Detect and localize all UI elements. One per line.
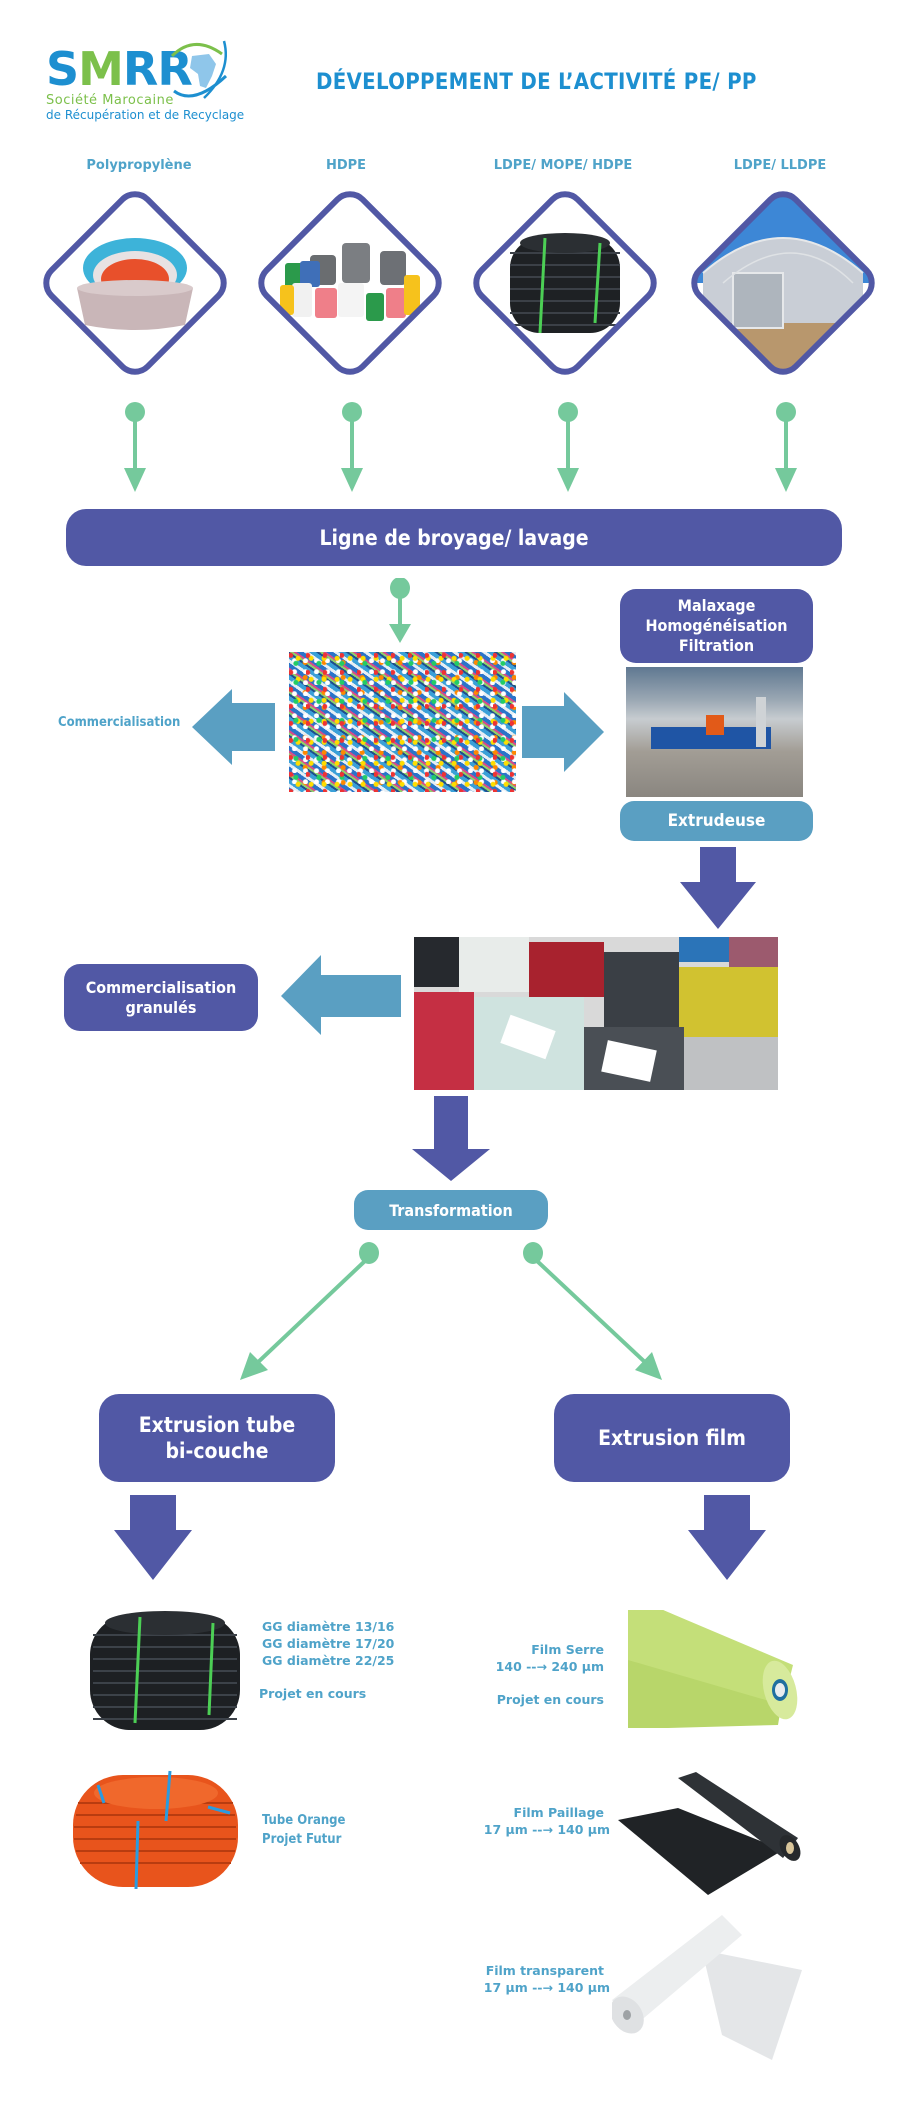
film-serre-name: Film Serre — [531, 1642, 604, 1657]
green-arrow-3 — [557, 402, 579, 492]
tube-extrusion-box: Extrusion tube bi-couche — [99, 1394, 335, 1482]
logo-letter: M — [78, 42, 124, 96]
branch-arrows — [240, 1242, 662, 1380]
extruder-machine-image — [626, 667, 803, 797]
commercialisation-label: Commercialisation — [58, 715, 181, 730]
granule-bags-image — [414, 937, 778, 1090]
right-arrow-to-extruder — [522, 692, 604, 772]
spec-line: GG diamètre 17/20 — [262, 1636, 395, 1651]
bag-black — [414, 937, 459, 987]
green-film-roll-image — [628, 1610, 798, 1728]
source-image-pipe-coil — [468, 186, 662, 380]
logo-subtitle-2: de Récupération et de Recyclage — [46, 108, 245, 122]
source-label-hdpe: HDPE — [325, 158, 367, 173]
bag-light-grey — [684, 1037, 778, 1090]
film-serre-range: 140 --→ 240 µm — [495, 1659, 604, 1674]
bag-blue — [679, 937, 729, 962]
source-image-jerrycans — [253, 186, 447, 380]
film-paillage-range: 17 µm --→ 140 µm — [483, 1822, 610, 1837]
source-image-basins — [38, 186, 232, 380]
source-diamonds — [38, 186, 880, 380]
tube-product-2-name: Tube Orange — [262, 1813, 346, 1828]
black-tube-coil-image — [90, 1611, 240, 1730]
source-label-polypropylene: Polypropylène — [86, 158, 192, 173]
transformation-box: Transformation — [354, 1190, 548, 1230]
extruder-label-box: Extrudeuse — [620, 801, 813, 841]
green-arrow-2 — [341, 402, 363, 492]
company-logo: SMRR Société Marocaine de Récupération e… — [46, 40, 244, 125]
film-extrusion-box: Extrusion film — [554, 1394, 790, 1482]
film-transparent-name: Film transparent — [485, 1963, 604, 1978]
logo-letter: S — [46, 42, 79, 96]
spec-line: GG diamètre 22/25 — [262, 1653, 395, 1668]
tube-product-1-status: Projet en cours — [259, 1686, 367, 1701]
plastic-flakes-image — [289, 652, 516, 792]
tube-product-2-status: Projet Futur — [262, 1832, 342, 1847]
granules-commercialisation-box: Commercialisation granulés — [64, 964, 258, 1031]
extruder-column — [756, 697, 766, 747]
extruder-barrel — [651, 727, 771, 749]
left-arrow-granules — [281, 955, 401, 1035]
film-paillage-name: Film Paillage — [513, 1805, 604, 1820]
left-arrow-commercialisation — [192, 689, 275, 765]
film-serre-status: Projet en cours — [496, 1692, 604, 1707]
down-arrow-film — [688, 1495, 766, 1580]
green-arrow-4 — [775, 402, 797, 492]
tube-product-1-specs: GG diamètre 13/16 GG diamètre 17/20 GG d… — [262, 1618, 394, 1669]
source-image-greenhouse — [686, 186, 880, 380]
bag-mauve — [729, 937, 778, 967]
bag-pink-red — [414, 992, 474, 1090]
down-arrow-to-transformation — [412, 1096, 490, 1181]
source-label-ldpe-mope-hdpe: LDPE/ MOPE/ HDPE — [493, 158, 633, 173]
clear-film-roll-image — [612, 1915, 802, 2060]
green-arrow-to-flakes — [389, 578, 411, 643]
crushing-washing-line: Ligne de broyage/ lavage — [66, 509, 842, 566]
down-arrow-to-granules — [680, 847, 756, 929]
source-arrows — [124, 402, 797, 492]
film-transparent-range: 17 µm --→ 140 µm — [483, 1980, 610, 1995]
bag-red — [529, 942, 604, 997]
bag-dark-grey — [604, 952, 679, 1027]
green-arrow-1 — [124, 402, 146, 492]
extruder-motor — [706, 715, 724, 735]
africa-globe-icon — [170, 40, 228, 99]
black-film-roll-image — [618, 1772, 801, 1895]
down-arrow-tube — [114, 1495, 192, 1580]
green-arrow-to-tube — [240, 1242, 379, 1380]
spec-line: GG diamètre 13/16 — [262, 1619, 395, 1634]
orange-tube-coil-image — [73, 1770, 238, 1890]
bag-yellow — [679, 967, 778, 1037]
page-title: DÉVELOPPEMENT DE L’ACTIVITÉ PE/ PP — [316, 70, 757, 95]
source-label-ldpe-lldpe: LDPE/ LLDPE — [733, 158, 827, 173]
logo-letter: R — [122, 42, 158, 96]
processing-steps-box: Malaxage Homogénéisation Filtration — [620, 589, 813, 663]
green-arrow-to-film — [523, 1242, 662, 1380]
logo-subtitle-1: Société Marocaine — [46, 93, 174, 108]
bag-white — [459, 937, 529, 992]
